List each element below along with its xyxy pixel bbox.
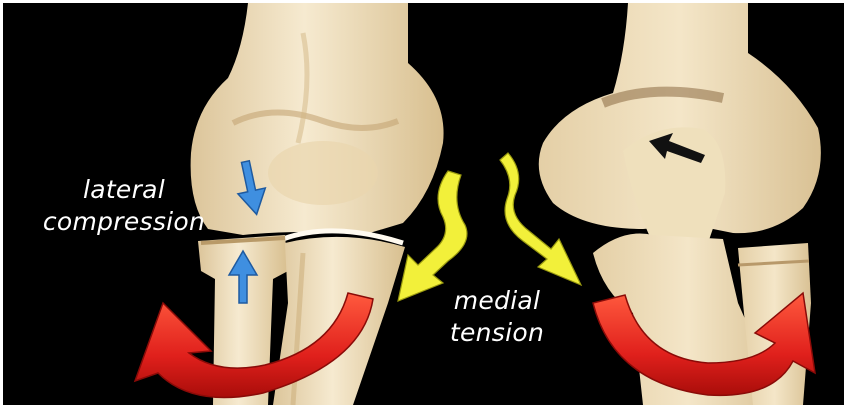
lateral-label-line1: lateral xyxy=(33,174,215,206)
illustration-frame: lateral compression medial tension xyxy=(3,3,844,405)
medial-tension-label: medial tension xyxy=(427,285,567,349)
lateral-compression-label: lateral compression xyxy=(33,174,215,238)
medial-label-line1: medial xyxy=(427,285,567,317)
medial-label-line2: tension xyxy=(427,317,567,349)
lateral-label-line2: compression xyxy=(33,206,215,238)
